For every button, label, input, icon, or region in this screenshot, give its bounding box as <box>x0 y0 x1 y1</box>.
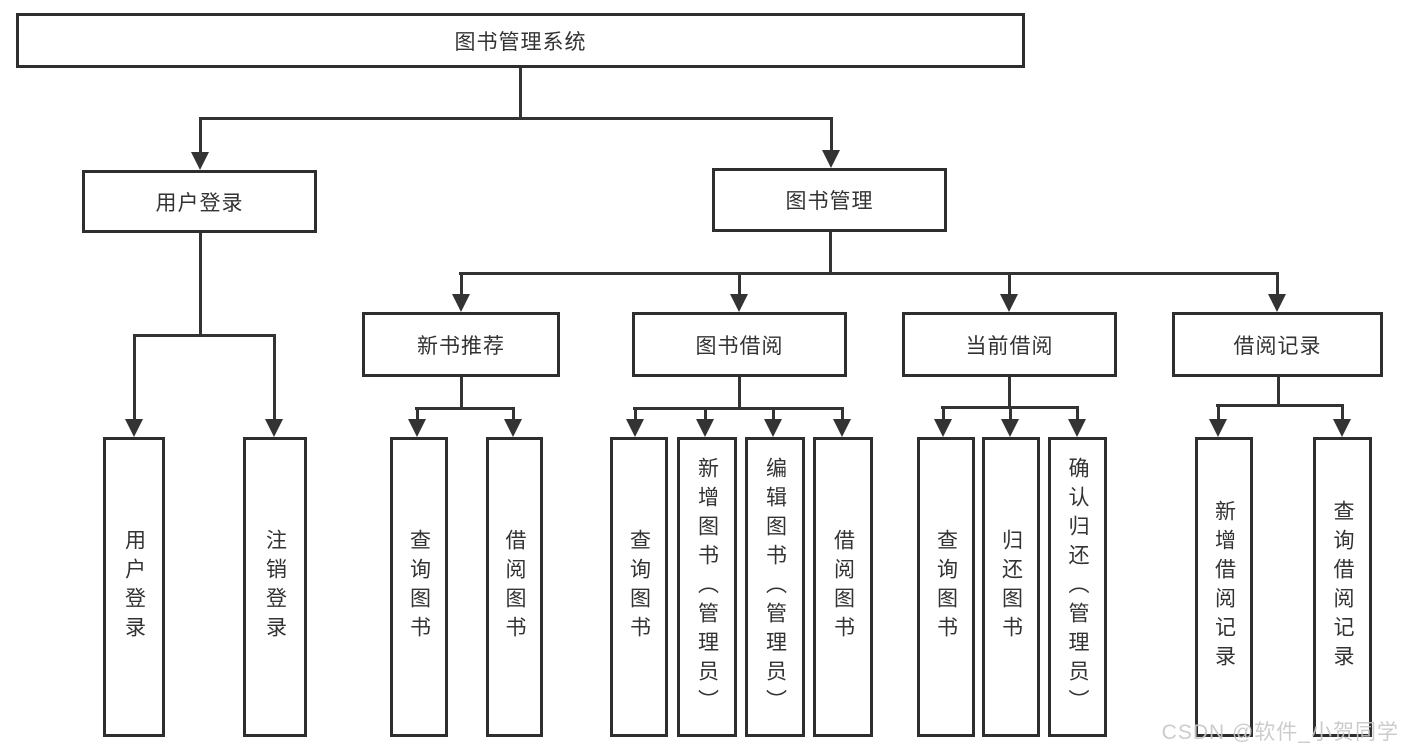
connector-line <box>272 335 276 421</box>
connector-line <box>633 406 844 410</box>
leaf-current-confirm-return-admin: 确认归还（管理员） <box>1048 437 1107 737</box>
arrow-down-icon <box>1268 294 1286 312</box>
arrow-down-icon <box>626 419 644 437</box>
connector-line <box>1008 407 1012 421</box>
connector-line <box>1216 403 1344 407</box>
connector-line <box>1216 405 1220 421</box>
watermark: CSDN @软件_小贺同学 <box>1161 721 1399 744</box>
node-current-borrowing: 当前借阅 <box>902 312 1117 377</box>
connector-line <box>132 335 136 421</box>
leaf-borrowing-add-books-admin: 新增图书（管理员） <box>677 437 737 737</box>
leaf-logout: 注销登录 <box>243 437 307 737</box>
node-book-borrowing: 图书借阅 <box>632 312 847 377</box>
node-library-management-system: 图书管理系统 <box>16 13 1025 68</box>
leaf-borrowing-borrow-books: 借阅图书 <box>813 437 873 737</box>
connector-line <box>737 273 741 296</box>
connector-line <box>415 408 419 421</box>
leaf-recommend-borrow-books: 借阅图书 <box>486 437 543 737</box>
connector-line <box>941 407 945 421</box>
leaf-records-query-borrow-record: 查询借阅记录 <box>1313 437 1372 737</box>
connector-line <box>1075 407 1079 421</box>
connector-line <box>828 232 832 274</box>
leaf-user-login: 用户登录 <box>103 437 165 737</box>
leaf-current-return-books: 归还图书 <box>982 437 1040 737</box>
connector-line <box>518 68 522 118</box>
connector-line <box>633 408 637 421</box>
connector-line <box>198 118 202 154</box>
connector-line <box>771 408 775 421</box>
leaf-current-query-books: 查询图书 <box>917 437 975 737</box>
connector-line <box>1007 377 1011 408</box>
arrow-down-icon <box>934 419 952 437</box>
leaf-borrowing-edit-books-admin: 编辑图书（管理员） <box>745 437 805 737</box>
connector-line <box>1340 405 1344 421</box>
connector-line <box>199 116 833 120</box>
arrow-down-icon <box>1068 419 1086 437</box>
arrow-down-icon <box>1209 419 1227 437</box>
node-user-login: 用户登录 <box>82 170 317 233</box>
arrow-down-icon <box>1333 419 1351 437</box>
arrow-down-icon <box>730 294 748 312</box>
connector-line <box>737 377 741 409</box>
node-borrow-records: 借阅记录 <box>1172 312 1383 377</box>
connector-line <box>840 408 844 421</box>
connector-line <box>1275 273 1279 296</box>
connector-line <box>1007 273 1011 296</box>
arrow-down-icon <box>191 152 209 170</box>
connector-line <box>415 406 515 410</box>
node-book-management: 图书管理 <box>712 168 947 232</box>
connector-line <box>459 273 463 296</box>
connector-line <box>198 233 202 336</box>
leaf-recommend-query-books: 查询图书 <box>390 437 448 737</box>
arrow-down-icon <box>764 419 782 437</box>
connector-line <box>1276 377 1280 406</box>
arrow-down-icon <box>1001 419 1019 437</box>
arrow-down-icon <box>822 150 840 168</box>
connector-line <box>459 271 1279 275</box>
connector-line <box>703 408 707 421</box>
arrow-down-icon <box>833 419 851 437</box>
leaf-records-add-borrow-record: 新增借阅记录 <box>1195 437 1253 737</box>
connector-line <box>133 333 276 337</box>
arrow-down-icon <box>265 419 283 437</box>
arrow-down-icon <box>408 419 426 437</box>
leaf-borrowing-query-books: 查询图书 <box>610 437 668 737</box>
arrow-down-icon <box>1000 294 1018 312</box>
arrow-down-icon <box>696 419 714 437</box>
connector-line <box>459 377 463 409</box>
arrow-down-icon <box>504 419 522 437</box>
connector-line <box>829 118 833 152</box>
arrow-down-icon <box>452 294 470 312</box>
connector-line <box>511 408 515 421</box>
arrow-down-icon <box>125 419 143 437</box>
node-new-book-recommend: 新书推荐 <box>362 312 560 377</box>
